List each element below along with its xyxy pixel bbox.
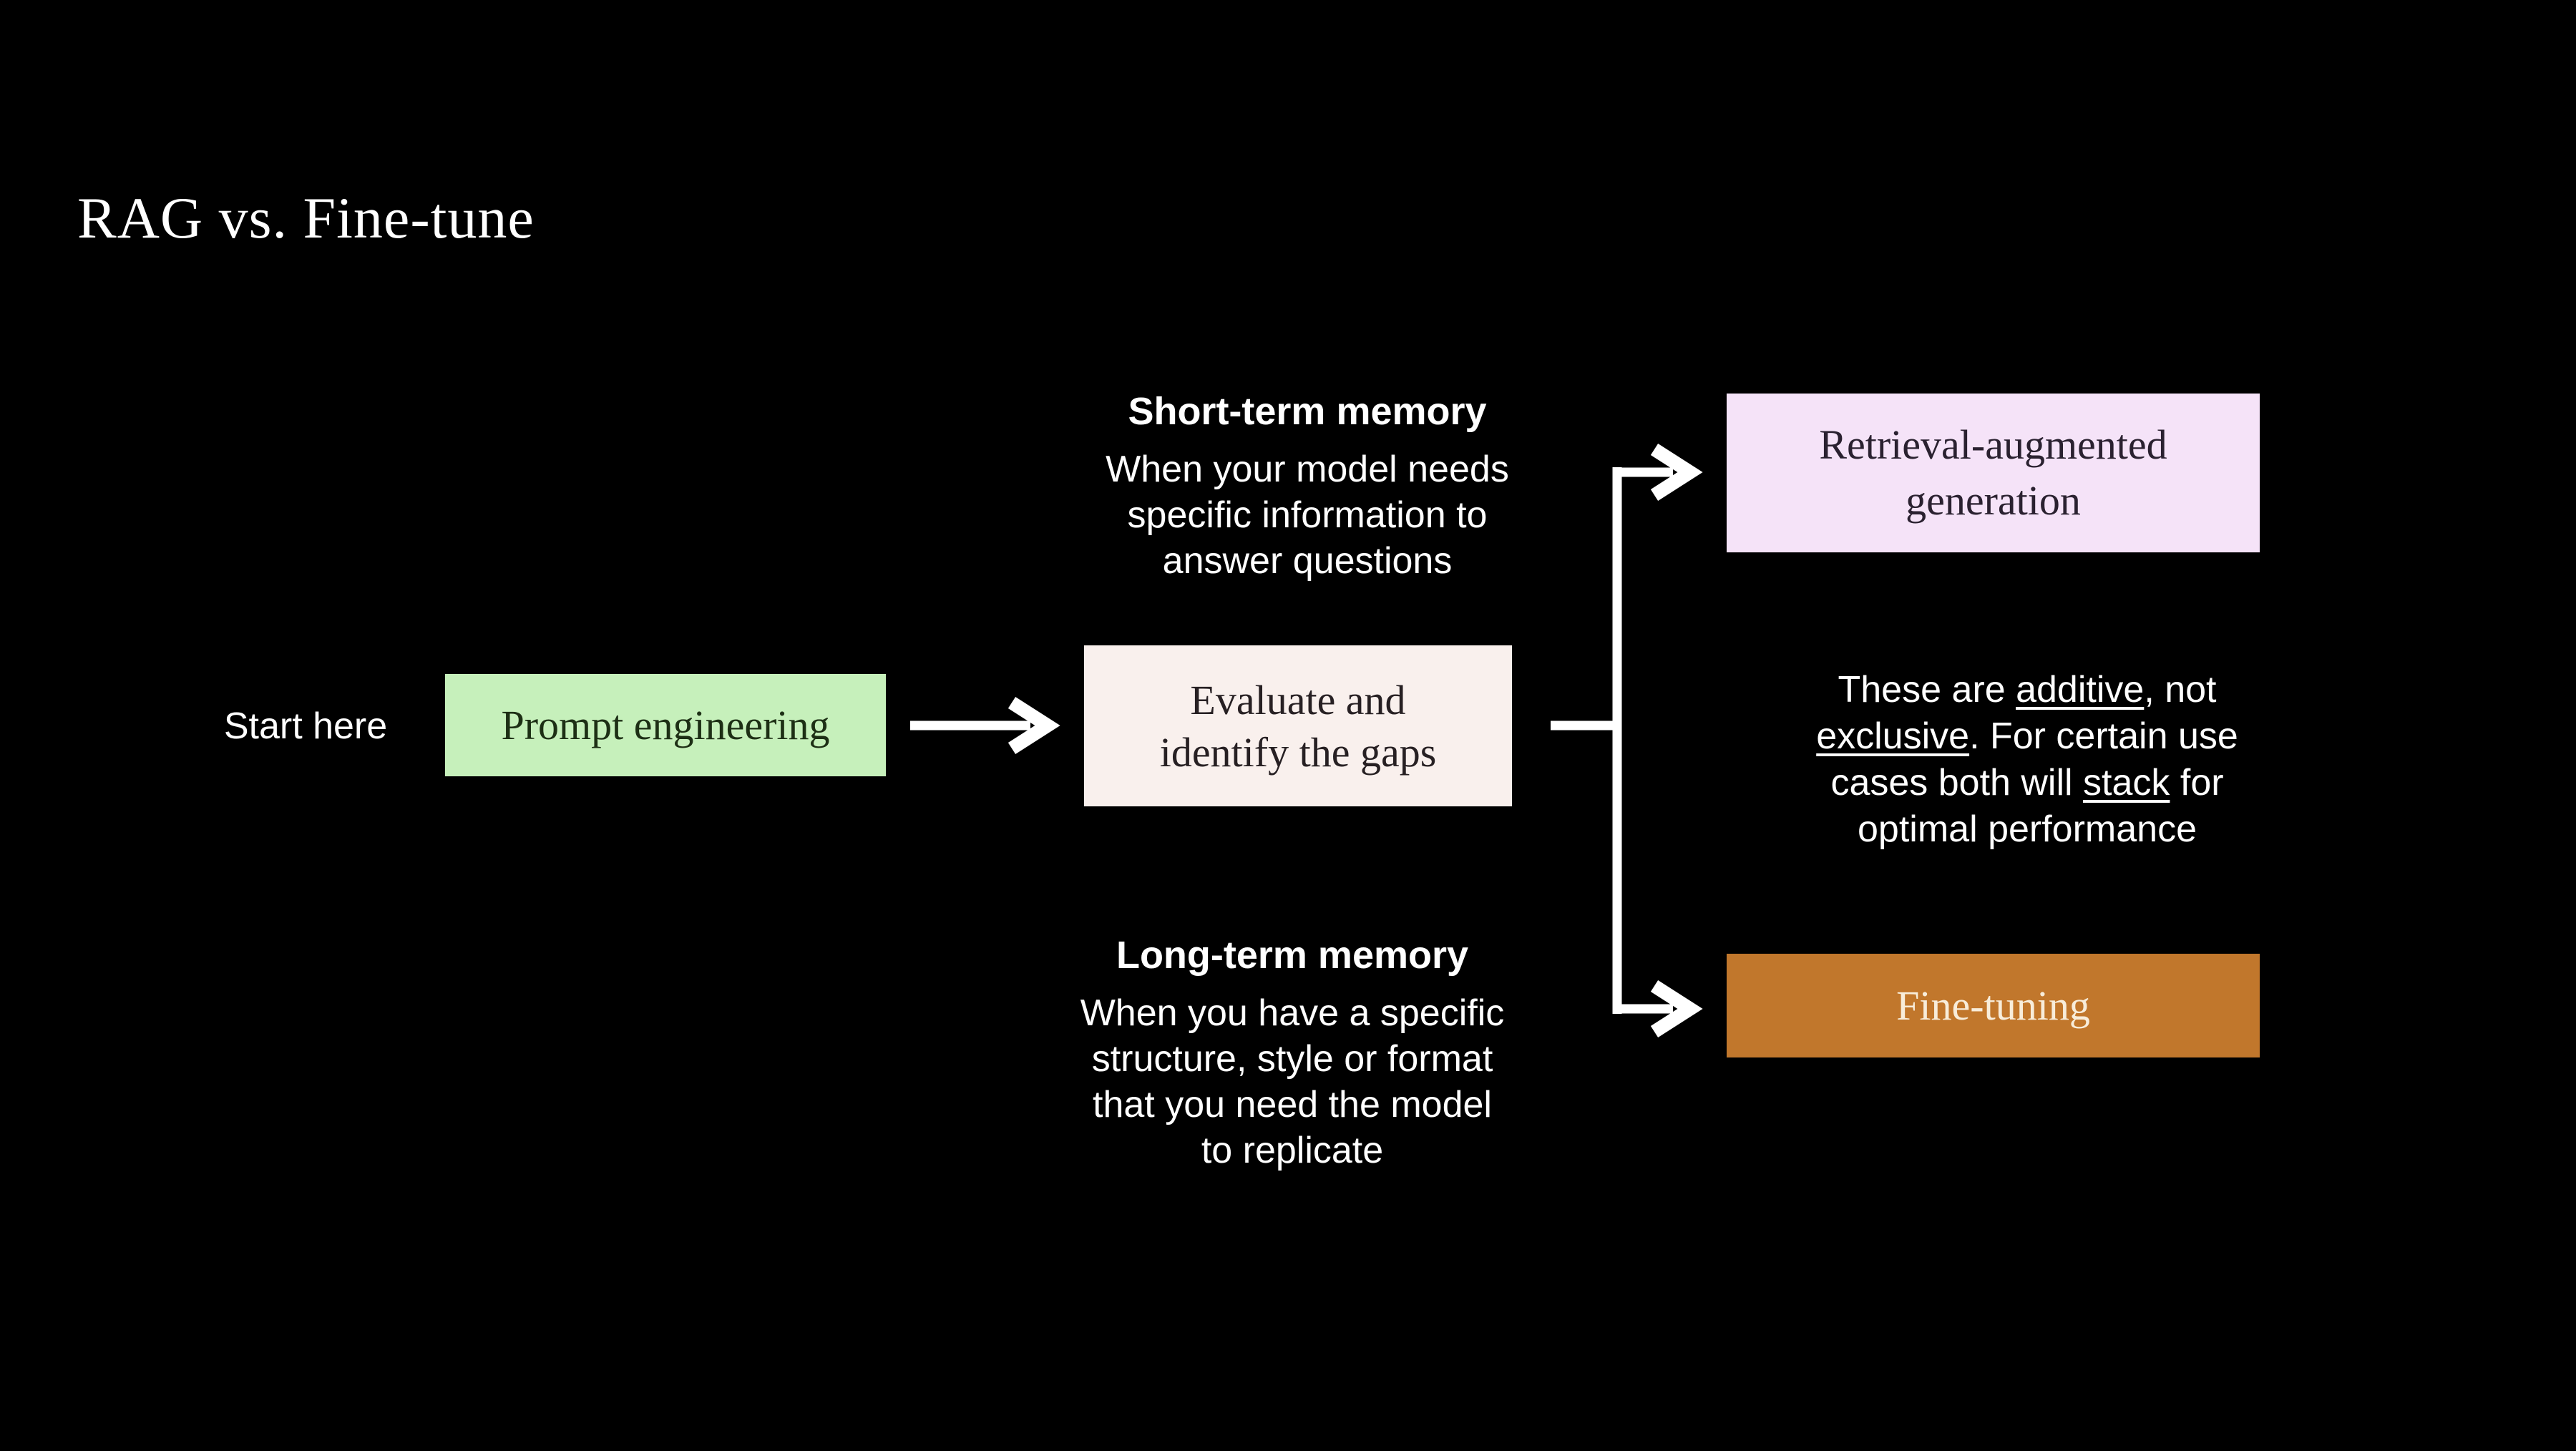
arrowhead-finetune-icon <box>1650 979 1703 1038</box>
long-term-memory-line: that you need the model <box>1093 1084 1492 1125</box>
short-term-memory-block: Short-term memory When your model needs … <box>1064 386 1551 584</box>
rag-line-1: Retrieval-augmented <box>1819 421 2167 468</box>
fine-tuning-box: Fine-tuning <box>1727 954 2260 1057</box>
note-segment: . For certain use <box>1969 715 2238 757</box>
note-line: exclusive. For certain use <box>1767 713 2287 760</box>
note-line: optimal performance <box>1767 806 2287 853</box>
rag-line-2: generation <box>1906 477 2081 524</box>
arrowhead-evaluate-icon <box>1008 696 1060 755</box>
long-term-memory-line: structure, style or format <box>1091 1038 1493 1080</box>
fine-tuning-label: Fine-tuning <box>1896 982 2090 1029</box>
prompt-engineering-label: Prompt engineering <box>501 702 830 748</box>
page-title: RAG vs. Fine-tune <box>77 185 535 250</box>
connector-line <box>910 467 1673 1014</box>
rag-box: Retrieval-augmented generation <box>1727 394 2260 552</box>
note-segment-underlined: exclusive <box>1816 715 1970 757</box>
note-line: cases both will stack for <box>1767 760 2287 806</box>
start-here-label: Start here <box>223 705 388 747</box>
short-term-memory-line: When your model needs <box>1106 449 1509 490</box>
note-segment-underlined: stack <box>2083 762 2170 803</box>
note-segment: These are <box>1838 669 2016 710</box>
note-segment: cases both will <box>1830 762 2084 803</box>
long-term-memory-title: Long-term memory <box>1116 934 1469 977</box>
note-line: These are additive, not <box>1767 667 2287 713</box>
long-term-memory-line: to replicate <box>1201 1130 1384 1171</box>
evaluate-line-2: identify the gaps <box>1159 728 1437 776</box>
evaluate-gaps-label: Evaluate and identify the gaps <box>1160 674 1437 778</box>
short-term-memory-line: specific information to <box>1127 494 1488 536</box>
long-term-memory-line: When you have a specific <box>1080 992 1505 1034</box>
note-segment: for <box>2170 762 2224 803</box>
evaluate-gaps-box: Evaluate and identify the gaps <box>1084 645 1512 806</box>
evaluate-line-1: Evaluate and <box>1190 676 1406 723</box>
note-segment-underlined: additive <box>2016 669 2145 710</box>
arrowhead-rag-icon <box>1650 443 1703 502</box>
short-term-memory-line: answer questions <box>1162 540 1453 582</box>
note-segment: optimal performance <box>1858 808 2197 850</box>
additive-note: These are additive, not exclusive. For c… <box>1767 667 2287 853</box>
note-segment: , not <box>2144 669 2217 710</box>
rag-label: Retrieval-augmented generation <box>1819 417 2167 529</box>
short-term-memory-title: Short-term memory <box>1128 390 1487 433</box>
long-term-memory-block: Long-term memory When you have a specifi… <box>1049 930 1536 1173</box>
prompt-engineering-box: Prompt engineering <box>445 674 886 776</box>
